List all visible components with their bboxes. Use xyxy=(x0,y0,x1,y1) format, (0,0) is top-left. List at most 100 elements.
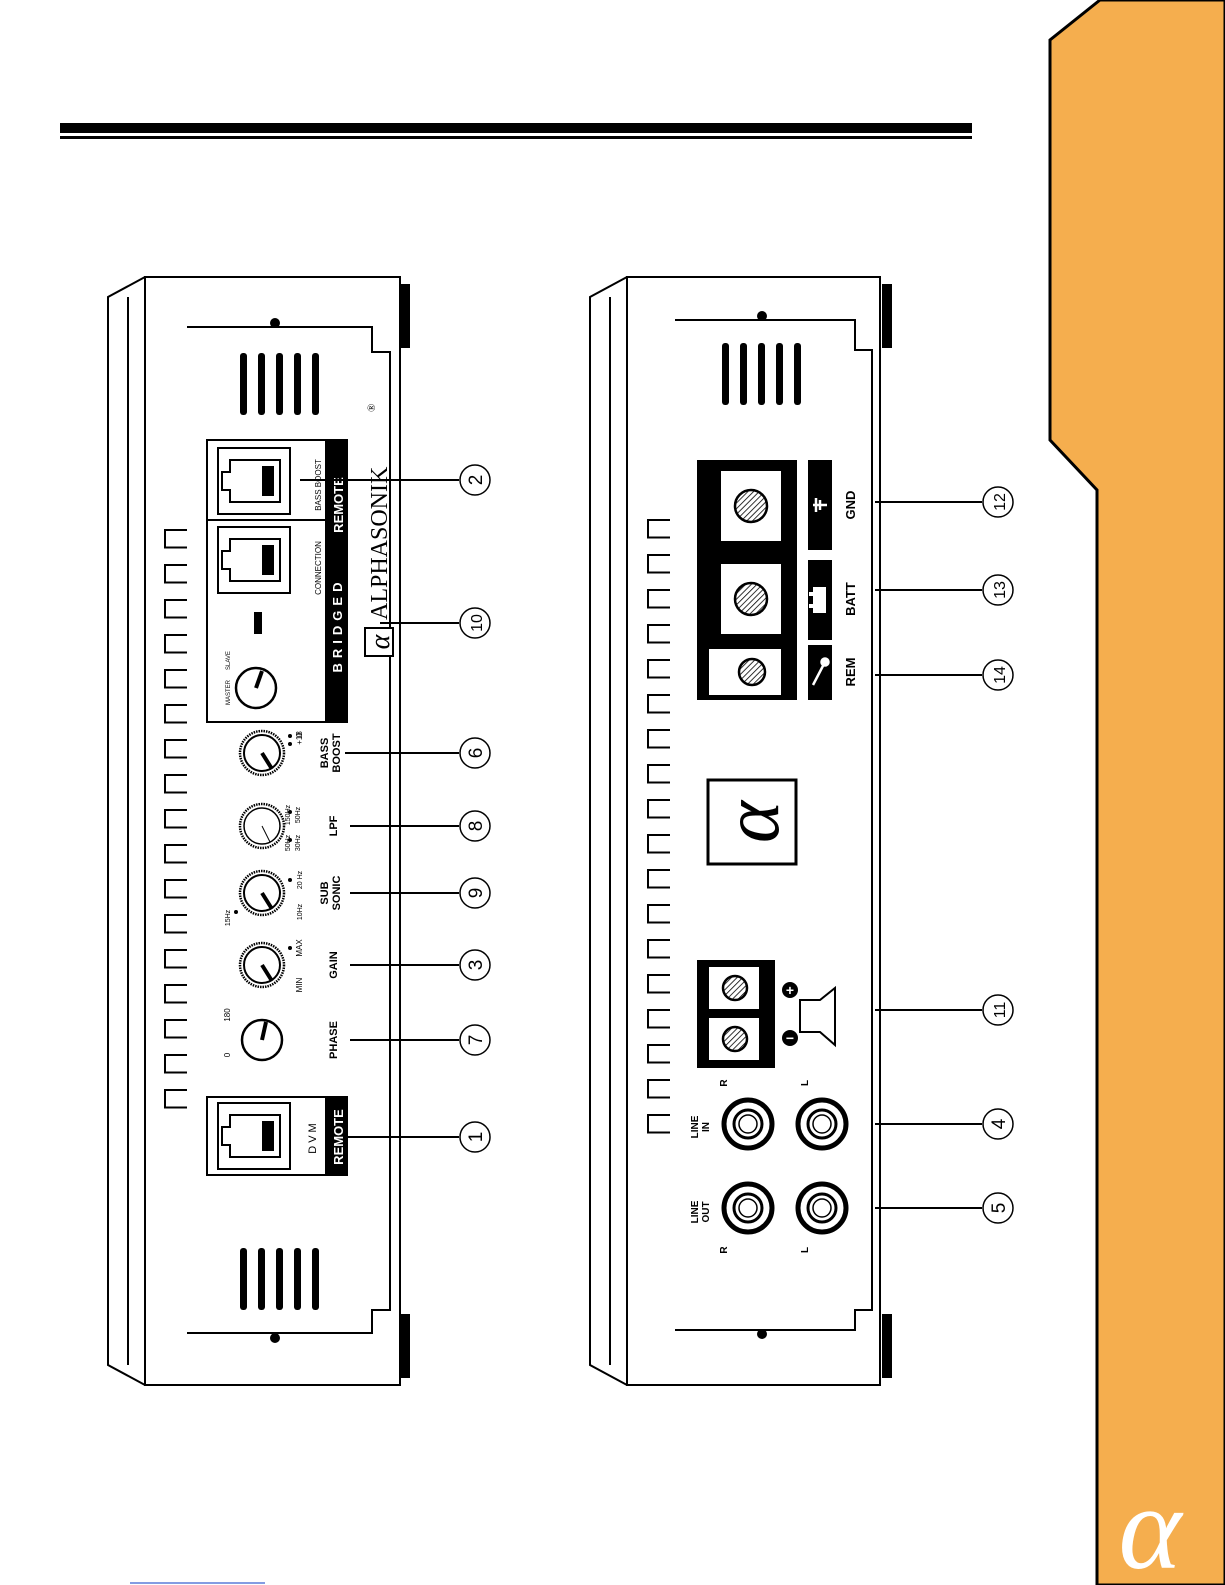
line-in-l-jack[interactable] xyxy=(798,1100,846,1148)
svg-text:LINE: LINE xyxy=(690,1200,701,1223)
rem-label: REM xyxy=(843,658,858,687)
callout-number: 10 xyxy=(469,614,486,632)
gnd-label: GND xyxy=(843,491,858,520)
front-heatsink-fins xyxy=(165,530,187,1108)
callout-number: 7 xyxy=(466,1035,487,1046)
phase-scale-low: 0 xyxy=(223,1052,232,1057)
gnd-terminal-screw[interactable] xyxy=(735,490,767,522)
line-out-label: LINE OUT xyxy=(690,1200,712,1223)
line-in-r-jack[interactable] xyxy=(724,1100,772,1148)
master-slave-switch[interactable] xyxy=(236,668,276,708)
svg-text:R: R xyxy=(719,1079,730,1087)
rear-logo: α xyxy=(708,780,796,864)
callout-11: 11 xyxy=(983,995,1013,1025)
svg-text:PHASE: PHASE xyxy=(328,1021,340,1059)
callout-number: 5 xyxy=(989,1203,1010,1214)
callout-number: 8 xyxy=(466,821,487,832)
callout-4: 4 xyxy=(983,1109,1013,1139)
svg-text:LINE: LINE xyxy=(690,1115,701,1138)
callout-2: 2 xyxy=(460,465,490,495)
callout-7: 7 xyxy=(460,1025,490,1055)
speaker-terminal-block: + − xyxy=(697,960,835,1068)
remote-top-caption: BASS BOOST xyxy=(314,459,323,511)
svg-text:IN: IN xyxy=(701,1122,712,1132)
gain-label: GAIN xyxy=(328,951,340,979)
rem-terminal-screw[interactable] xyxy=(739,659,765,685)
svg-text:+18: +18 xyxy=(295,731,304,745)
subsonic-knob[interactable] xyxy=(234,871,292,915)
svg-text:50Hz: 50Hz xyxy=(285,834,292,851)
batt-terminal-screw[interactable] xyxy=(735,583,767,615)
remote-top-header: REMOTE xyxy=(331,477,346,533)
svg-text:BASS BOOST: BASS BOOST xyxy=(314,459,323,511)
phase-scale-high: 180 xyxy=(223,1008,232,1022)
svg-text:50Hz: 50Hz xyxy=(295,806,302,823)
svg-text:150Hz: 150Hz xyxy=(285,804,292,825)
rear-logo-icon: α xyxy=(708,799,796,843)
callout-number: 11 xyxy=(992,1002,1009,1019)
svg-text:GAIN: GAIN xyxy=(328,951,340,979)
svg-text:MIN: MIN xyxy=(295,977,304,992)
front-brand-registered: ® xyxy=(366,404,378,412)
subsonic-label: SUB SONIC xyxy=(319,876,343,911)
gain-knob[interactable] xyxy=(240,943,292,987)
bass-boost-remote-jack[interactable] xyxy=(218,448,290,514)
callout-number: 3 xyxy=(466,960,487,971)
front-vent-bottom xyxy=(240,1248,319,1310)
phase-knob[interactable] xyxy=(242,1020,282,1060)
lpf-label: LPF xyxy=(328,815,340,836)
callout-number: 9 xyxy=(466,888,487,899)
side-tab: α xyxy=(1050,0,1225,1585)
power-terminal-block xyxy=(697,460,832,700)
line-out-r-jack[interactable] xyxy=(724,1184,772,1232)
svg-text:0: 0 xyxy=(223,1052,232,1057)
bridged-header: BRIDGED xyxy=(330,578,345,673)
callout-number: 1 xyxy=(466,1132,487,1143)
svg-text:10Hz: 10Hz xyxy=(297,903,304,920)
line-out-l-jack[interactable] xyxy=(798,1184,846,1232)
remote-bridged-block xyxy=(207,440,347,722)
svg-text:REM: REM xyxy=(843,658,858,687)
speaker-minus-screw[interactable] xyxy=(723,1027,747,1051)
dvm-remote-block xyxy=(207,1097,347,1175)
callout-3: 3 xyxy=(460,950,490,980)
callout-number: 14 xyxy=(992,666,1009,684)
svg-text:R: R xyxy=(719,1246,730,1254)
callout-number: 4 xyxy=(989,1118,1010,1129)
front-vent-top xyxy=(240,353,319,415)
bridged-connection-jack[interactable] xyxy=(218,527,290,593)
lpf-scale-low: 50Hz xyxy=(285,834,292,851)
svg-text:REMOTE: REMOTE xyxy=(331,477,346,533)
svg-text:MAX: MAX xyxy=(295,939,304,957)
slave-label: SLAVE xyxy=(226,651,232,670)
svg-text:BASS: BASS xyxy=(319,738,331,769)
subsonic-scale-high: 20 Hz xyxy=(297,870,304,889)
speaker-plus-screw[interactable] xyxy=(723,976,747,1000)
callout-1: 1 xyxy=(460,1122,490,1152)
dvm-remote-jack[interactable] xyxy=(218,1103,290,1169)
callout-12: 12 xyxy=(983,487,1013,517)
svg-text:CONNECTION: CONNECTION xyxy=(314,541,323,595)
speaker-icon xyxy=(800,988,835,1045)
bridged-caption: CONNECTION xyxy=(314,541,323,595)
svg-text:SONIC: SONIC xyxy=(331,876,343,911)
phase-label: PHASE xyxy=(328,1021,340,1059)
svg-text:180: 180 xyxy=(223,1008,232,1022)
svg-text:DVM: DVM xyxy=(307,1120,319,1153)
line-out-l-label: L xyxy=(800,1247,811,1253)
bass-boost-knob[interactable] xyxy=(240,731,292,775)
callout-9: 9 xyxy=(460,878,490,908)
master-slave-indicator xyxy=(254,612,262,634)
svg-text:BOOST: BOOST xyxy=(331,733,343,772)
callout-6: 6 xyxy=(460,738,490,768)
callout-number: 6 xyxy=(466,748,487,759)
gain-scale-high: MAX xyxy=(295,939,304,957)
side-tab-logo-icon: α xyxy=(1119,1461,1184,1585)
svg-text:BRIDGED: BRIDGED xyxy=(330,578,345,673)
master-label: MASTER xyxy=(226,679,232,705)
svg-text:SUB: SUB xyxy=(319,881,331,904)
gain-scale-low: MIN xyxy=(295,977,304,992)
svg-text:MASTER: MASTER xyxy=(226,679,232,705)
svg-text:L: L xyxy=(800,1247,811,1253)
